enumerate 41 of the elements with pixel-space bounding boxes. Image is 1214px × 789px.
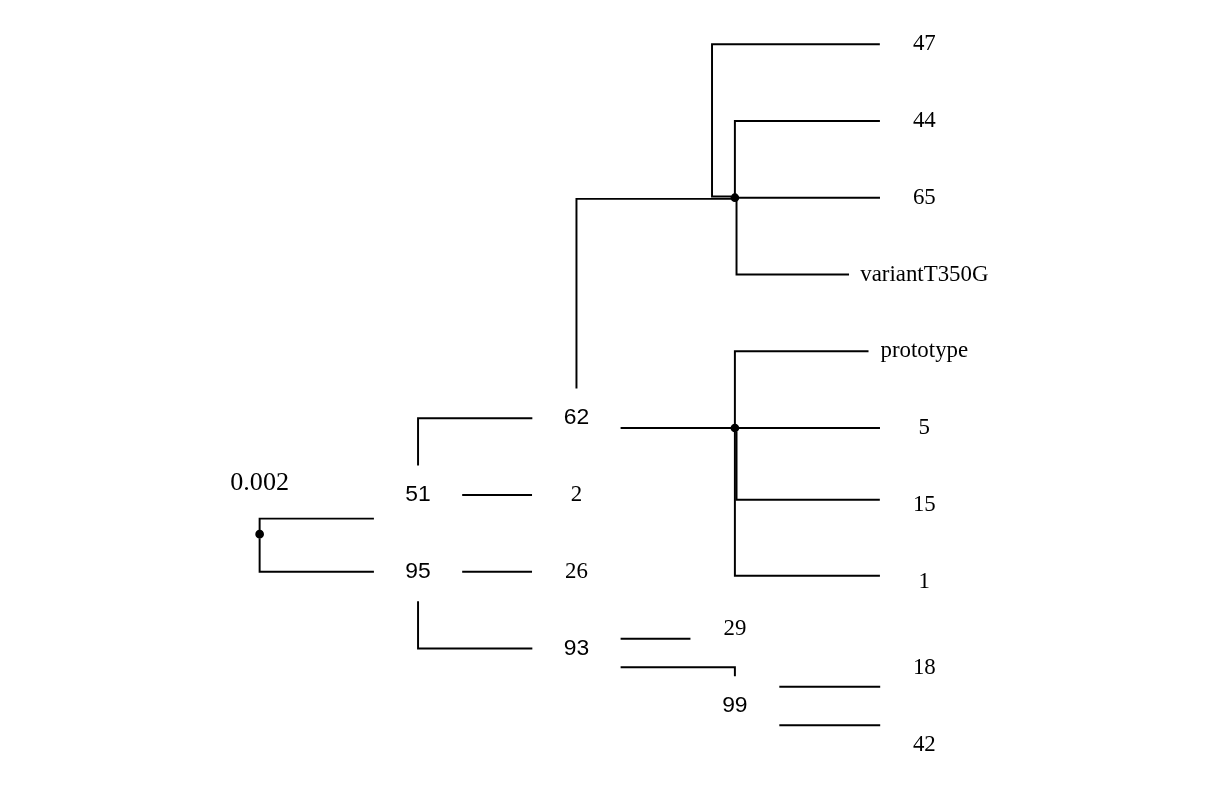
node-text: prototype [880,337,968,363]
connector [416,600,533,650]
node-text: 15 [912,490,936,516]
connector [735,430,881,501]
connector [733,119,881,195]
node-text: 51 [404,479,431,506]
connector [733,430,881,577]
connector [710,43,881,198]
node-text: variantT350G [859,260,988,286]
node-text: 62 [563,403,589,430]
connector [460,570,533,573]
node-text: 95 [404,556,431,583]
connector [575,197,732,390]
node-text: 5 [918,414,930,440]
node-text: 47 [912,30,936,56]
connector [619,637,691,640]
node-text: 29 [722,614,746,640]
connector [737,196,881,199]
connector [460,493,533,496]
connector [735,200,850,276]
node-text: 2 [570,480,582,506]
node-point [730,423,739,433]
node-text: 44 [912,106,936,132]
node-text: 65 [912,183,936,209]
connector [258,517,375,532]
node-text: 99 [721,690,748,717]
node-text: 42 [912,730,936,756]
connector [619,427,732,429]
connector [733,350,869,426]
node-text: 1 [918,567,930,593]
connector [737,427,881,429]
node-point [730,193,739,203]
node-point [254,529,264,539]
node-text: 93 [563,633,589,660]
connector [777,685,881,688]
connector [777,724,881,727]
label: 0.002 [229,466,289,496]
node-text: 18 [912,654,936,680]
node-text: 26 [564,557,588,583]
connector [258,537,375,573]
connector [416,417,533,467]
